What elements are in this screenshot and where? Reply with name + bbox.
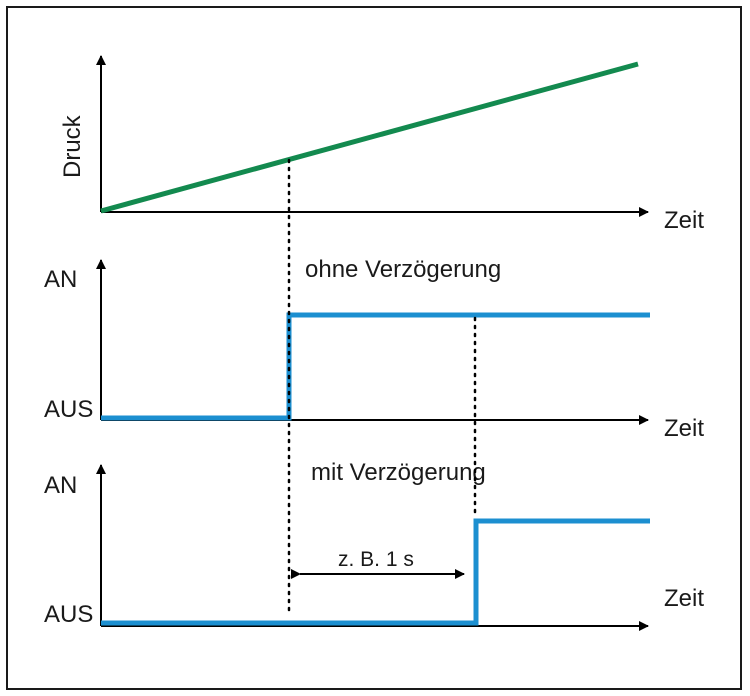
no-delay-plot: ohne Verzögerung AN AUS Zeit xyxy=(44,256,704,442)
pressure-x-axis-label: Zeit xyxy=(664,207,704,234)
no-delay-on-label: AN xyxy=(44,266,77,293)
diagram-frame xyxy=(6,6,742,690)
pressure-line xyxy=(100,61,639,214)
no-delay-x-axis-label: Zeit xyxy=(664,415,704,442)
delay-off-label: AUS xyxy=(44,601,93,628)
delay-x-axis-label: Zeit xyxy=(664,585,704,612)
delay-title: mit Verzögerung xyxy=(311,459,486,486)
no-delay-off-label: AUS xyxy=(44,396,93,423)
pressure-y-axis-label: Druck xyxy=(59,114,86,178)
delay-signal-line xyxy=(101,518,650,626)
pressure-plot: Druck Zeit xyxy=(59,55,704,234)
delay-interval-label: z. B. 1 s xyxy=(338,548,414,571)
delay-on-label: AN xyxy=(44,472,77,499)
no-delay-title: ohne Verzögerung xyxy=(305,256,501,283)
delay-plot: mit Verzögerung AN AUS Zeit z. B. 1 s xyxy=(44,459,704,631)
no-delay-signal-line xyxy=(101,312,650,421)
